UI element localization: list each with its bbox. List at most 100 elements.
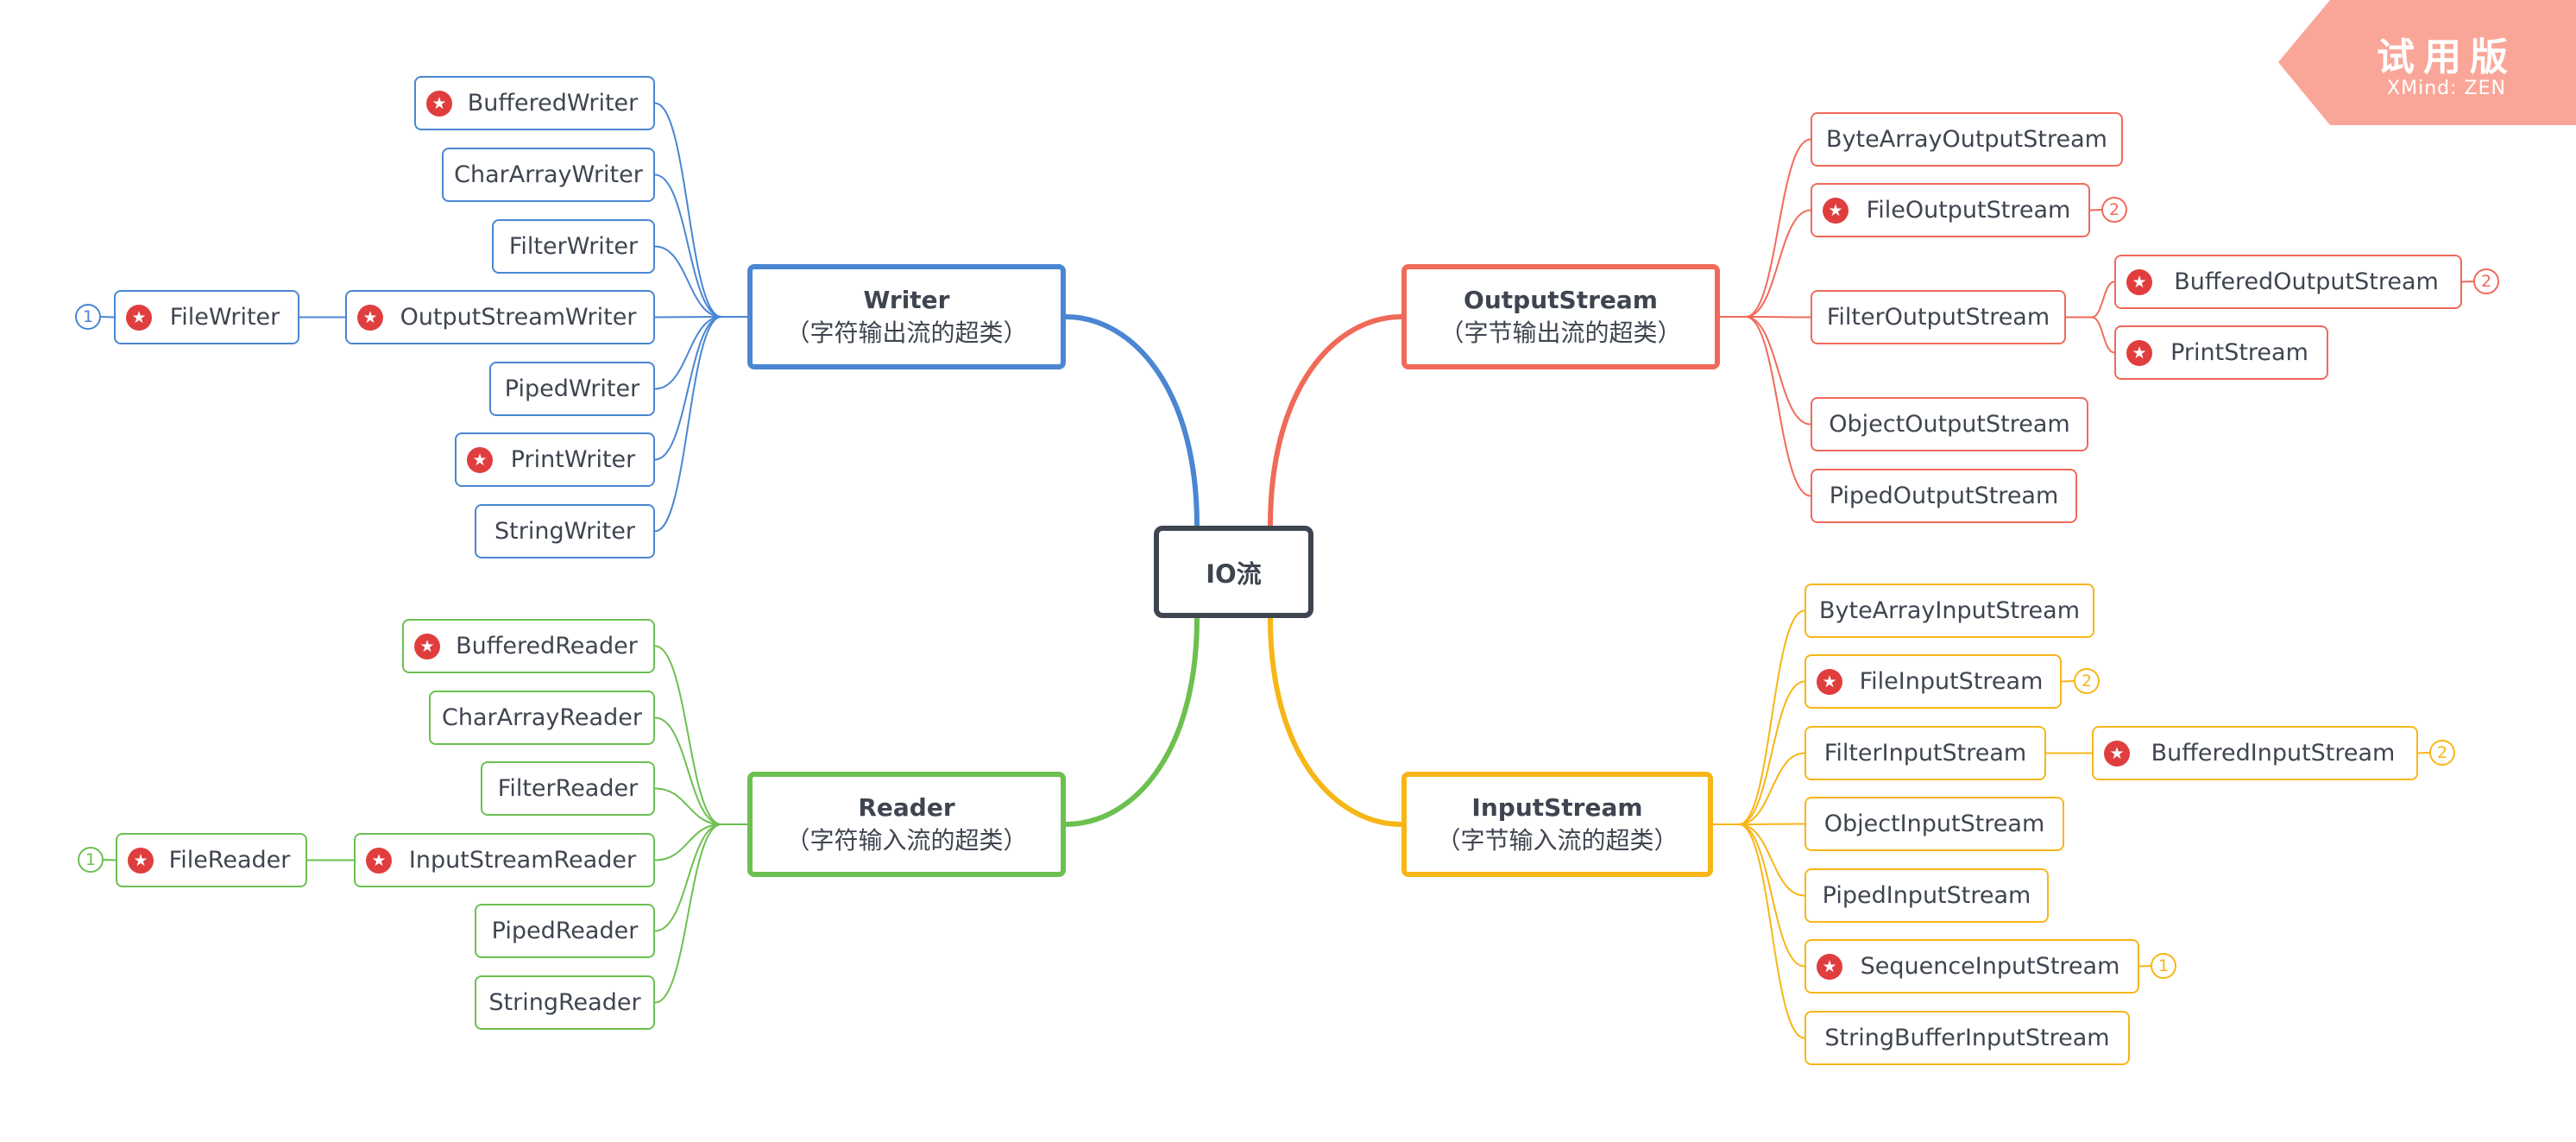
subtopic-connector bbox=[654, 787, 722, 825]
topic-label: OutputStreamWriter bbox=[400, 304, 637, 331]
priority-badge: 2 bbox=[2473, 268, 2499, 294]
topic-filterwriter[interactable]: FilterWriter bbox=[492, 219, 655, 274]
subtopic-connector bbox=[1738, 752, 1805, 825]
priority-badge: 2 bbox=[2101, 197, 2127, 223]
topic-outputstreamwriter[interactable]: ★ OutputStreamWriter bbox=[345, 290, 655, 344]
topic-label: ByteArrayOutputStream bbox=[1826, 126, 2107, 153]
star-icon: ★ bbox=[126, 304, 152, 331]
topic-filterreader[interactable]: FilterReader bbox=[481, 761, 655, 816]
subtopic-connector bbox=[1738, 823, 1805, 1039]
topic-stringwriter[interactable]: StringWriter bbox=[475, 504, 655, 558]
topic-pipedinputstream[interactable]: PipedInputStream bbox=[1804, 868, 2049, 923]
branch-connector bbox=[1268, 314, 1404, 528]
topic-label: PipedOutputStream bbox=[1829, 483, 2059, 509]
topic-fileoutputstream[interactable]: ★ FileOutputStream bbox=[1811, 183, 2090, 237]
star-icon: ★ bbox=[2126, 339, 2152, 366]
topic-bufferedoutputstream[interactable]: ★ BufferedOutputStream bbox=[2114, 255, 2462, 309]
badge-connector bbox=[2089, 209, 2102, 211]
branch-connector bbox=[1063, 314, 1200, 528]
badge-connector bbox=[2461, 281, 2474, 283]
topic-printstream[interactable]: ★ PrintStream bbox=[2114, 325, 2328, 380]
subtopic-connector bbox=[654, 174, 722, 318]
central-topic[interactable]: IO流 bbox=[1154, 526, 1313, 618]
topic-label: FileOutputStream bbox=[1866, 197, 2071, 224]
main-topic-subtitle: （字节输入流的超类） bbox=[1436, 826, 1678, 855]
topic-pipedoutputstream[interactable]: PipedOutputStream bbox=[1811, 469, 2077, 523]
main-topic-reader[interactable]: Reader （字符输入流的超类） bbox=[747, 772, 1066, 877]
subtopic-connector bbox=[654, 645, 722, 825]
topic-stringbufferinputstream[interactable]: StringBufferInputStream bbox=[1804, 1011, 2130, 1065]
topic-stringreader[interactable]: StringReader bbox=[475, 975, 655, 1030]
topic-sequenceinputstream[interactable]: ★ SequenceInputStream bbox=[1804, 939, 2139, 994]
topic-filterinputstream[interactable]: FilterInputStream bbox=[1804, 726, 2046, 780]
badge-connector bbox=[2138, 965, 2151, 968]
subtopic-connector bbox=[654, 316, 722, 533]
main-topic-outputstream[interactable]: OutputStream （字节输出流的超类） bbox=[1401, 264, 1720, 369]
topic-bufferedreader[interactable]: ★ BufferedReader bbox=[402, 619, 655, 673]
central-topic-label: IO流 bbox=[1206, 558, 1262, 589]
subtopic-connector bbox=[654, 823, 722, 861]
badge-connector bbox=[100, 316, 115, 319]
topic-bufferedwriter[interactable]: ★ BufferedWriter bbox=[414, 76, 655, 130]
topic-filereader[interactable]: ★ FileReader bbox=[116, 833, 307, 887]
priority-badge: 2 bbox=[2429, 740, 2455, 766]
topic-label: FileWriter bbox=[169, 304, 280, 331]
topic-inputstreamreader[interactable]: ★ InputStreamReader bbox=[354, 833, 655, 887]
star-icon: ★ bbox=[2104, 740, 2130, 767]
topic-label: ObjectOutputStream bbox=[1829, 411, 2070, 438]
topic-label: ObjectInputStream bbox=[1823, 811, 2045, 837]
topic-printwriter[interactable]: ★ PrintWriter bbox=[455, 432, 655, 487]
main-topic-inputstream[interactable]: InputStream （字节输入流的超类） bbox=[1401, 772, 1713, 877]
watermark-subtitle: XMind: ZEN bbox=[2387, 78, 2506, 99]
topic-objectinputstream[interactable]: ObjectInputStream bbox=[1804, 797, 2064, 851]
topic-filteroutputstream[interactable]: FilterOutputStream bbox=[1811, 290, 2066, 344]
priority-badge: 1 bbox=[78, 847, 104, 873]
topic-label: BufferedOutputStream bbox=[2174, 268, 2439, 295]
priority-badge: 1 bbox=[75, 304, 101, 330]
priority-badge: 1 bbox=[2151, 953, 2176, 979]
topic-label: FileInputStream bbox=[1859, 668, 2044, 695]
topic-chararrayreader[interactable]: CharArrayReader bbox=[429, 691, 655, 745]
main-topic-writer[interactable]: Writer （字符输出流的超类） bbox=[747, 264, 1066, 369]
star-icon: ★ bbox=[357, 304, 383, 331]
topic-label: SequenceInputStream bbox=[1860, 953, 2120, 980]
topic-label: StringWriter bbox=[494, 518, 635, 545]
topic-label: FilterOutputStream bbox=[1826, 304, 2050, 331]
badge-connector bbox=[2061, 680, 2075, 683]
subtopic-connector bbox=[1745, 316, 1811, 319]
topic-label: PrintStream bbox=[2170, 339, 2308, 366]
topic-pipedwriter[interactable]: PipedWriter bbox=[489, 362, 655, 416]
subtopic-connector bbox=[654, 245, 722, 318]
topic-label: CharArrayWriter bbox=[454, 161, 643, 188]
subtopic-connector bbox=[1745, 316, 1811, 497]
topic-chararraywriter[interactable]: CharArrayWriter bbox=[442, 148, 655, 202]
star-icon: ★ bbox=[366, 847, 392, 874]
topic-fileinputstream[interactable]: ★ FileInputStream bbox=[1804, 654, 2062, 709]
topic-pipedreader[interactable]: PipedReader bbox=[475, 904, 655, 958]
star-icon: ★ bbox=[1823, 197, 1849, 224]
branch-connector bbox=[1268, 615, 1404, 827]
topic-objectoutputstream[interactable]: ObjectOutputStream bbox=[1811, 397, 2088, 451]
subtopic-connector bbox=[1738, 609, 1805, 825]
topic-bytearrayoutputstream[interactable]: ByteArrayOutputStream bbox=[1811, 112, 2123, 167]
star-icon: ★ bbox=[414, 633, 440, 659]
topic-label: StringBufferInputStream bbox=[1824, 1025, 2110, 1051]
subtopic-connector bbox=[1738, 823, 1805, 825]
badge-connector bbox=[103, 859, 117, 861]
topic-label: FilterInputStream bbox=[1823, 740, 2027, 767]
topic-bytearrayinputstream[interactable]: ByteArrayInputStream bbox=[1804, 584, 2094, 638]
subtopic-connector bbox=[1745, 138, 1811, 318]
subtopic-connector bbox=[654, 823, 722, 1004]
topic-label: CharArrayReader bbox=[442, 704, 642, 731]
main-topic-title: Writer bbox=[863, 286, 950, 314]
branch-connector bbox=[1063, 615, 1200, 827]
subtopic-connector bbox=[654, 102, 722, 318]
topic-bufferedinputstream[interactable]: ★ BufferedInputStream bbox=[2092, 726, 2418, 780]
main-topic-title: InputStream bbox=[1471, 793, 1643, 822]
subtopic-connector bbox=[2091, 316, 2115, 354]
star-icon: ★ bbox=[2126, 268, 2152, 295]
topic-label: ByteArrayInputStream bbox=[1818, 597, 2081, 624]
topic-filewriter[interactable]: ★ FileWriter bbox=[114, 290, 299, 344]
